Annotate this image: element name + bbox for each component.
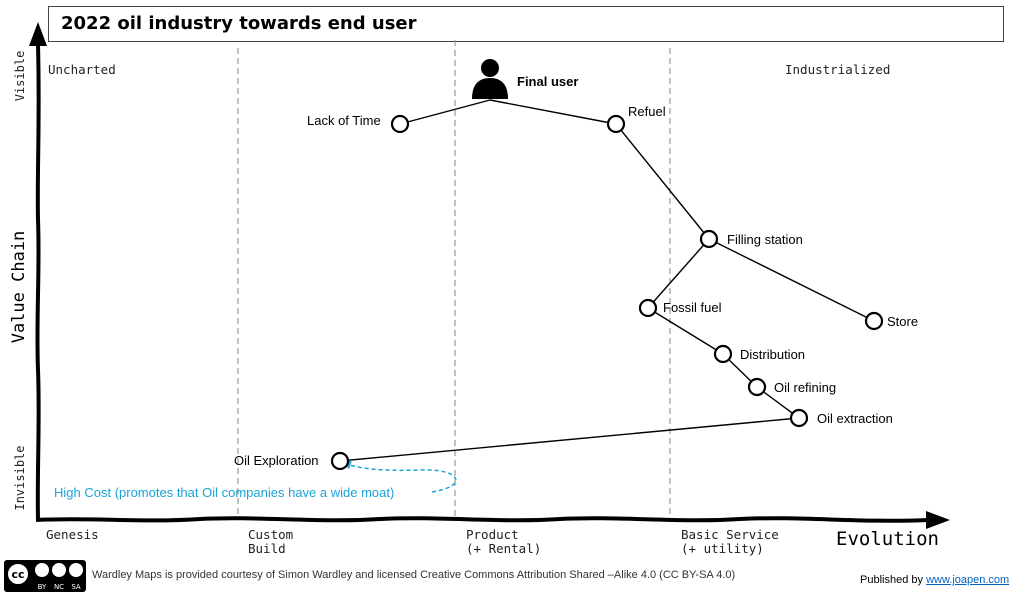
y-axis-bottom-label: Invisible [13, 445, 27, 510]
label-store: Store [887, 314, 919, 329]
link-filling-store [708, 238, 875, 322]
label-lack-of-time: Lack of Time [307, 113, 381, 128]
stage-custom-build: Build [248, 541, 286, 556]
published-label: Published by [860, 574, 923, 586]
node-lack-of-time[interactable] [390, 114, 410, 134]
x-axis-arrow [926, 511, 950, 529]
label-distribution: Distribution [740, 347, 806, 362]
node-oil-extraction[interactable] [789, 408, 809, 428]
cc-badge-top: cc [11, 568, 24, 581]
user-icon[interactable] [472, 59, 508, 99]
region-industrialized: Industrialized [785, 62, 891, 77]
link-user-lack-of-time [399, 99, 491, 125]
annotation-high-cost: High Cost (promotes that Oil companies h… [54, 485, 395, 500]
cc-badge-nc: NC [54, 583, 64, 591]
map-title-box: 2022 oil industry towards end user [48, 6, 1004, 42]
node-store[interactable] [864, 311, 884, 331]
label-refuel: Refuel [628, 104, 666, 119]
y-axis-label: Value Chain [9, 231, 29, 344]
stage-genesis: Genesis [46, 527, 99, 542]
label-oil-refining: Oil refining [774, 380, 837, 395]
y-axis-arrow [29, 22, 47, 46]
links [339, 99, 875, 462]
node-refuel[interactable] [606, 114, 626, 134]
map-title: 2022 oil industry towards end user [61, 13, 417, 34]
link-extraction-exploration [339, 417, 800, 462]
label-filling-station: Filling station [727, 232, 803, 247]
region-uncharted: Uncharted [48, 62, 116, 77]
link-refuel-filling-station [615, 123, 710, 240]
node-distribution[interactable] [713, 344, 733, 364]
cc-badge-by: BY [38, 583, 47, 591]
cc-badge-sa: SA [71, 583, 81, 591]
link-filling-fossil [647, 238, 710, 309]
y-axis-top-label: Visible [13, 51, 27, 102]
license-text: Wardley Maps is provided courtesy of Sim… [92, 569, 736, 581]
stage-custom: Custom [248, 527, 294, 542]
stage-product-rental: (+ Rental) [466, 541, 542, 556]
published-link[interactable]: www.joapen.com [926, 574, 1010, 586]
label-oil-extraction: Oil extraction [817, 411, 893, 426]
node-fossil-fuel[interactable] [638, 298, 658, 318]
node-oil-refining[interactable] [747, 377, 767, 397]
stage-utility: (+ utility) [681, 541, 764, 556]
node-oil-exploration[interactable] [330, 451, 350, 471]
label-oil-exploration: Oil Exploration [234, 453, 319, 468]
y-axis [35, 44, 41, 521]
label-final-user: Final user [517, 74, 579, 89]
published-by: Published by www.joapen.com [860, 574, 1009, 586]
x-axis-label: Evolution [836, 528, 939, 550]
link-user-refuel [489, 99, 617, 125]
x-axis [35, 516, 929, 523]
stage-product: Product [466, 527, 519, 542]
annotation-arrow [345, 463, 457, 493]
stage-basic-service: Basic Service [681, 527, 779, 542]
link-fossil-distribution [647, 307, 724, 355]
cc-license-badge: cc BY NC SA [4, 560, 86, 592]
label-fossil-fuel: Fossil fuel [663, 300, 722, 315]
node-filling-station[interactable] [699, 229, 719, 249]
